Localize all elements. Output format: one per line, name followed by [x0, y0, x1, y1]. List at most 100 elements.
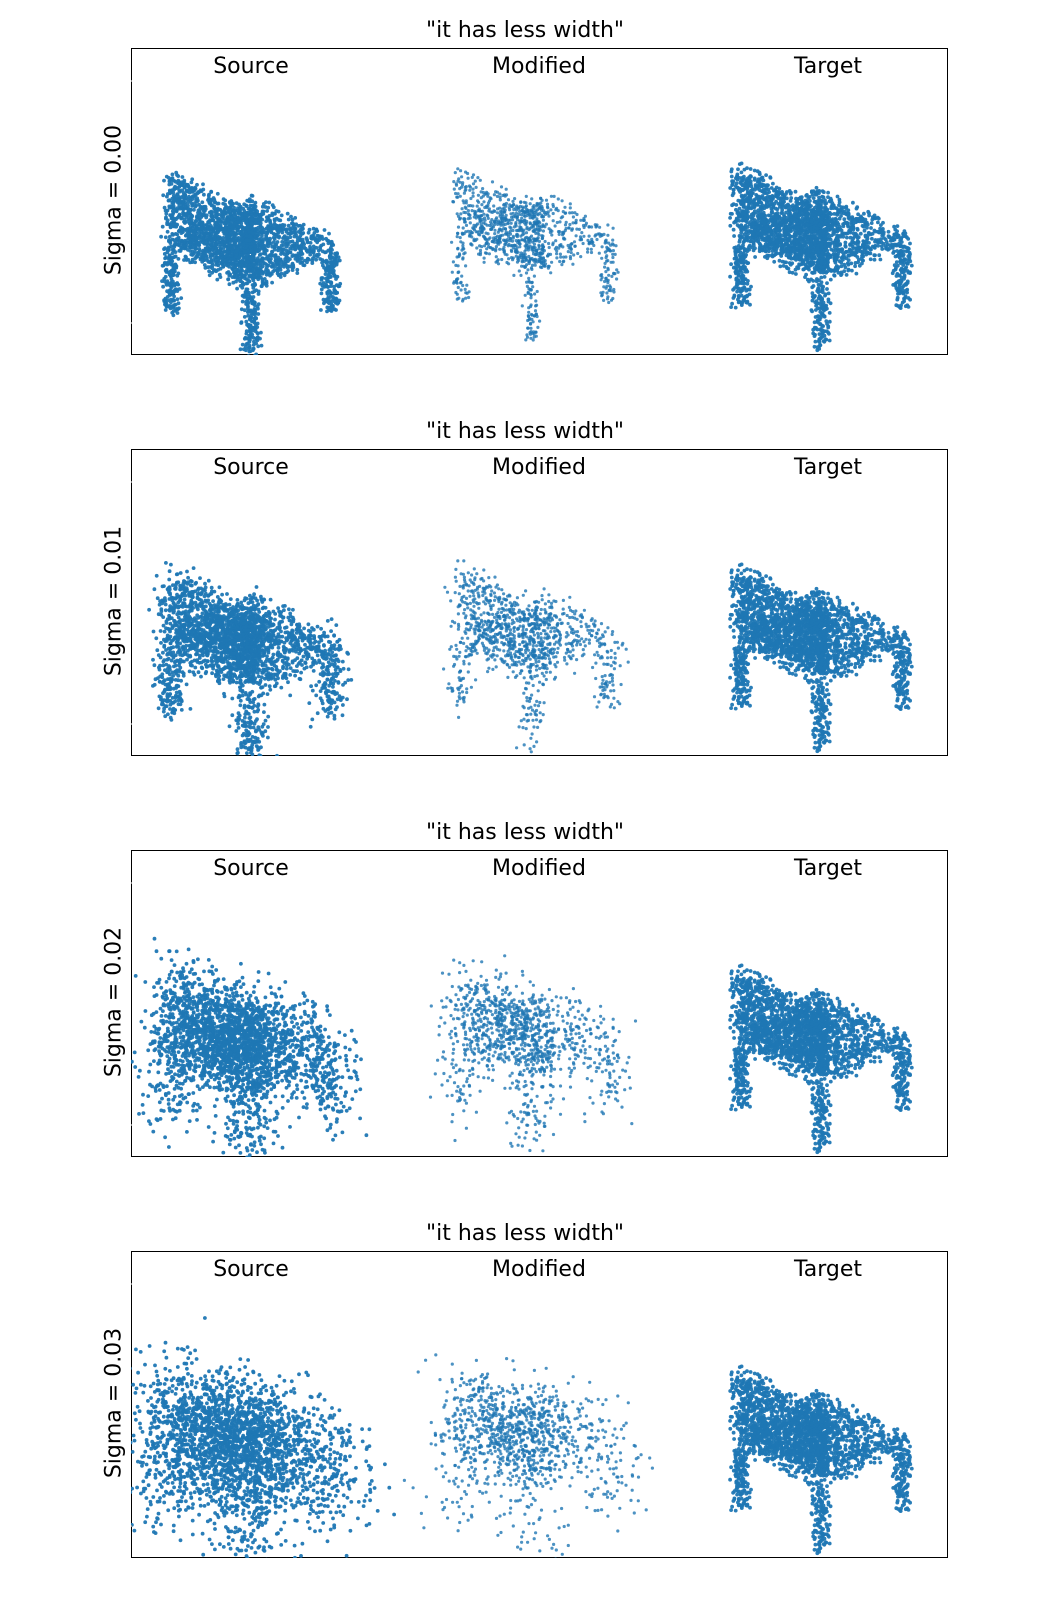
point-marker: [211, 218, 216, 223]
point-marker: [292, 234, 297, 239]
point-marker: [232, 209, 237, 214]
point-marker: [174, 307, 178, 311]
point-marker: [269, 272, 274, 276]
point-marker: [317, 238, 321, 243]
point-marker: [524, 271, 529, 275]
point-marker: [470, 209, 474, 213]
point-marker: [235, 286, 239, 291]
point-marker: [892, 263, 897, 268]
point-marker: [606, 295, 610, 299]
point-marker: [453, 171, 457, 175]
point-marker: [253, 243, 258, 248]
point-marker: [311, 233, 316, 238]
point-marker: [784, 210, 788, 215]
point-marker: [244, 204, 249, 209]
point-marker: [611, 238, 615, 242]
point-marker: [276, 231, 280, 235]
point-marker: [604, 276, 608, 281]
point-marker: [319, 276, 324, 280]
point-marker: [523, 218, 527, 222]
point-marker: [523, 236, 527, 240]
point-marker: [458, 194, 462, 198]
point-marker: [192, 229, 197, 234]
point-marker: [258, 221, 263, 226]
point-marker: [180, 175, 185, 179]
point-marker: [461, 199, 465, 203]
point-marker: [179, 216, 184, 221]
point-marker: [532, 242, 537, 246]
point-marker: [330, 303, 334, 308]
point-marker: [181, 180, 186, 185]
point-marker: [513, 250, 517, 254]
point-marker: [461, 246, 465, 250]
point-marker: [490, 218, 494, 222]
point-marker: [319, 308, 323, 312]
point-marker: [525, 284, 529, 288]
point-marker: [286, 223, 291, 228]
point-marker: [743, 277, 748, 281]
point-marker: [296, 230, 301, 234]
point-marker: [486, 216, 490, 220]
point-marker: [335, 300, 340, 304]
point-marker: [194, 236, 199, 241]
point-marker: [728, 216, 732, 220]
point-marker: [604, 256, 608, 260]
point-marker: [524, 258, 528, 262]
point-marker: [587, 225, 591, 229]
point-marker: [526, 248, 530, 252]
point-marker: [511, 236, 515, 240]
point-marker: [610, 274, 614, 278]
point-marker: [528, 331, 532, 335]
point-marker: [528, 259, 532, 263]
point-marker: [586, 238, 590, 242]
point-marker: [609, 298, 614, 302]
point-marker: [320, 237, 325, 241]
point-marker: [314, 245, 319, 250]
point-marker: [197, 234, 202, 239]
point-marker: [607, 273, 611, 277]
point-marker: [530, 313, 534, 317]
point-marker: [170, 188, 175, 193]
point-marker: [865, 225, 869, 230]
point-marker: [247, 230, 252, 234]
point-marker: [600, 245, 604, 249]
point-marker: [324, 282, 328, 287]
point-marker: [827, 338, 832, 343]
point-marker: [572, 253, 576, 257]
point-marker: [502, 248, 506, 252]
point-marker: [245, 336, 250, 341]
point-marker: [493, 228, 497, 232]
point-marker: [210, 239, 215, 244]
point-marker: [531, 209, 535, 214]
point-marker: [570, 211, 574, 215]
point-marker: [194, 218, 199, 223]
point-marker: [272, 217, 277, 222]
point-marker: [521, 230, 525, 234]
point-marker: [496, 262, 501, 266]
point-marker: [229, 243, 233, 248]
point-marker: [240, 264, 244, 269]
point-marker: [198, 207, 202, 212]
point-marker: [332, 273, 337, 278]
point-marker: [479, 223, 483, 227]
point-marker: [247, 317, 252, 322]
point-marker: [597, 251, 601, 255]
point-marker: [210, 252, 215, 257]
point-marker: [609, 243, 613, 247]
point-marker: [231, 280, 236, 285]
point-marker: [508, 236, 513, 241]
point-marker: [214, 241, 219, 246]
point-marker: [177, 212, 182, 217]
point-marker: [494, 255, 498, 259]
point-marker: [478, 251, 483, 255]
point-marker: [270, 226, 274, 231]
point-marker: [168, 306, 173, 311]
point-marker: [165, 208, 170, 213]
point-marker: [247, 238, 252, 243]
point-marker: [260, 277, 265, 282]
point-marker: [325, 309, 329, 314]
point-marker: [779, 211, 784, 216]
point-marker: [517, 212, 521, 216]
point-marker: [482, 212, 486, 216]
point-marker: [286, 269, 291, 273]
